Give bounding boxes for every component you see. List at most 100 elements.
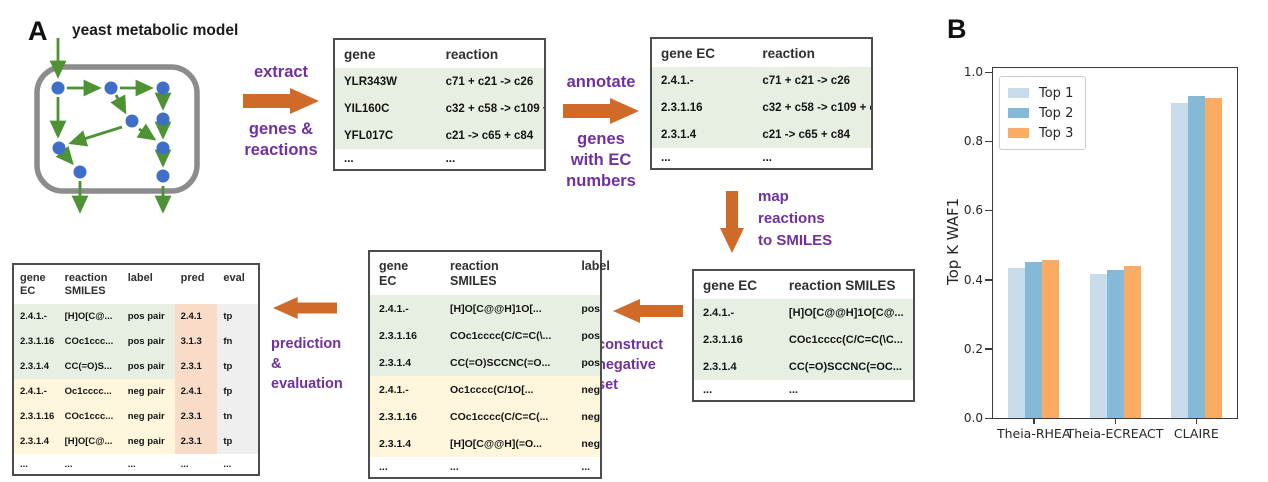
table-cell: pos pair <box>572 295 601 322</box>
table-cell: [H]O[C@@H](=O... <box>441 430 573 457</box>
y-tick-mark <box>985 140 993 143</box>
table-row: 2.3.1.4CC(=O)SCCNC(=O...pos pair <box>369 349 601 376</box>
bar-top3-CLAIRE <box>1204 97 1222 418</box>
column-header: gene EC <box>20 272 46 297</box>
table-cell: c71 + c21 -> c26 <box>436 68 545 95</box>
step-map-label: to SMILES <box>758 232 833 249</box>
x-tick-label: CLAIRE <box>1173 426 1219 441</box>
table-cell: neg pair <box>121 379 175 404</box>
y-tick-label: 0.4 <box>963 272 983 287</box>
table-cell: YIL160C <box>334 95 437 122</box>
table-cell: ... <box>127 458 136 470</box>
table-cell: 2.4.1.- <box>651 67 754 94</box>
table-cell: 2.3.1 <box>174 429 218 454</box>
table-cell: pos pair <box>572 322 601 349</box>
table-cell: 2.3.1.4 <box>369 430 441 457</box>
x-tick-label: Theia-ECREACT <box>1066 426 1164 441</box>
bar-top1-Theia-ECREACT <box>1089 274 1107 418</box>
table-cell: 2.4.1 <box>174 379 218 404</box>
table-row: 2.4.1.-c71 + c21 -> c26 <box>651 67 872 94</box>
table-cell: ... <box>379 461 388 473</box>
table-cell: Oc1cccc(C/1O[... <box>441 376 573 403</box>
y-tick-mark <box>985 348 993 350</box>
table-cell: tn <box>217 404 259 429</box>
y-tick-label: 0.0 <box>963 411 983 425</box>
table-row: ...... <box>334 149 545 170</box>
table-cell: 2.3.1.16 <box>693 326 780 353</box>
metabolite-nodes <box>51 81 170 183</box>
table-cell: tp <box>217 429 259 454</box>
step-annotate-label: genes <box>577 130 625 148</box>
table-cell: 2.4.1.- <box>693 299 780 326</box>
table-cell: ... <box>64 458 73 470</box>
y-tick-label: 0.2 <box>963 341 983 356</box>
table-cell: COc1ccc... <box>58 404 122 429</box>
legend-swatch <box>1008 128 1029 138</box>
legend-label: Top 1 <box>1039 85 1074 101</box>
column-header: eval <box>223 272 245 284</box>
table-cell: 2.3.1.16 <box>369 403 441 430</box>
table-cell: 2.3.1.4 <box>369 349 441 376</box>
table-cell: 2.4.1 <box>174 304 218 329</box>
x-tick-mark <box>1195 418 1198 424</box>
table-cell: COc1cccc(C/C=C(\... <box>441 322 573 349</box>
step-map-label: reactions <box>758 210 825 227</box>
table-row: 2.4.1.-[H]O[C@@H]1O[...pos pair <box>369 295 601 322</box>
table-cell: neg pair <box>121 404 175 429</box>
table-cell: 2.3.1 <box>174 404 218 429</box>
table-cell: ... <box>661 152 671 164</box>
table-cell: ... <box>581 461 591 473</box>
table-cell: 2.3.1.16 <box>13 404 59 429</box>
panel-a-label: A <box>28 16 48 46</box>
bar-top2-Theia-ECREACT <box>1106 269 1124 418</box>
legend-item: Top 2 <box>1008 103 1073 123</box>
table-row: 2.4.1.-[H]O[C@@H]1O[C@... <box>693 299 914 326</box>
legend-label: Top 2 <box>1039 105 1074 121</box>
table-cell: fp <box>217 379 259 404</box>
legend-swatch <box>1008 88 1029 98</box>
table-cell: fn <box>217 329 259 354</box>
table-cell: 2.3.1.16 <box>13 329 59 354</box>
table-cell: YFL017C <box>334 122 437 149</box>
step-construct-label: negative <box>597 357 656 373</box>
arrow-left-icon <box>273 297 337 319</box>
legend-item: Top 3 <box>1008 123 1073 143</box>
bar-top2-CLAIRE <box>1187 96 1205 418</box>
step-map: map reactions to SMILES <box>720 186 870 258</box>
table-cell: Oc1cccc... <box>58 379 122 404</box>
table-cell: 2.4.1.- <box>13 304 59 329</box>
step-predict: prediction & evaluation <box>271 296 363 394</box>
table-cell: pos pair <box>121 354 175 379</box>
table-cell: neg pair <box>121 429 175 454</box>
table-cell: c32 + c58 -> c109 + c37 <box>436 95 545 122</box>
table-cell: [H]O[C@... <box>58 429 122 454</box>
table-cell: ... <box>20 458 28 470</box>
table-cell: c21 -> c65 + c84 <box>436 122 545 149</box>
table-cell: neg pair <box>572 376 601 403</box>
table-row: 2.4.1.-Oc1cccc(C/1O[...neg pair <box>369 376 601 403</box>
table-row: ......... <box>369 457 601 478</box>
table-cell: ... <box>703 384 713 396</box>
table-cell: 2.3.1.16 <box>369 322 441 349</box>
table-cell: ... <box>788 384 799 396</box>
table-cell: tp <box>217 304 259 329</box>
table-cell: COc1cccc(C/C=C(... <box>441 403 573 430</box>
table-cell: 2.3.1.4 <box>651 121 754 148</box>
panel-b-label: B <box>947 14 967 44</box>
